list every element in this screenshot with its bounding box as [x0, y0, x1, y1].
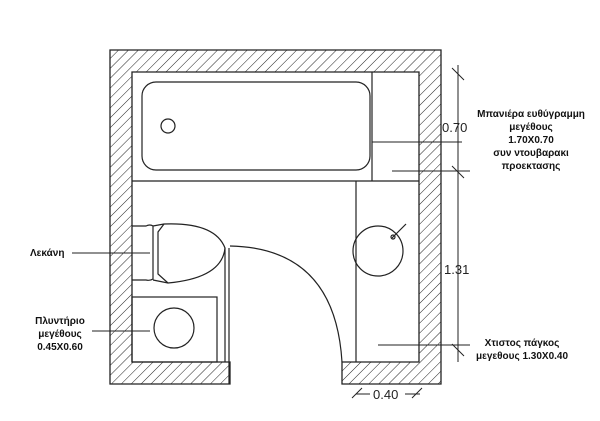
- washer: [131, 248, 230, 384]
- washer-label-line: 0.45X0.60: [37, 342, 83, 353]
- bathtub-label: Μπανιέρα ευθύγραμμη μεγέθους 1.70X0.70 σ…: [462, 108, 600, 173]
- door: [229, 245, 343, 363]
- counter-label: Χτιστος πάγκος μεγεθους 1.30X0.40: [462, 337, 582, 363]
- bathtub-label-line: Μπανιέρα ευθύγραμμη: [477, 109, 585, 120]
- walls: [109, 49, 442, 385]
- bathtub: [132, 72, 419, 182]
- washer-label-line: μεγέθους: [38, 329, 82, 340]
- counter-length-dimension: 1.31: [444, 262, 470, 277]
- bathtub-label-line: μεγέθους: [509, 122, 553, 133]
- counter-width-dimension: 0.40: [373, 387, 399, 402]
- bathtub-label-line: 1.70X0.70: [508, 135, 554, 146]
- washer-label-line: Πλυντήριο: [35, 316, 85, 327]
- bathtub-label-line: συν ντουβαρακι: [493, 148, 569, 159]
- sink: [352, 223, 407, 277]
- washer-label: Πλυντήριο μεγέθους 0.45X0.60: [28, 315, 92, 354]
- toilet-label: Λεκάνη: [30, 248, 65, 259]
- counter-label-line: μεγεθους 1.30X0.40: [475, 351, 569, 362]
- dimension-lines: [72, 65, 470, 399]
- tub-depth-dimension: 0.70: [442, 120, 468, 135]
- counter-label-line: Χτιστος πάγκος: [484, 338, 560, 349]
- bathtub-label-line: προεκτασης: [501, 161, 561, 172]
